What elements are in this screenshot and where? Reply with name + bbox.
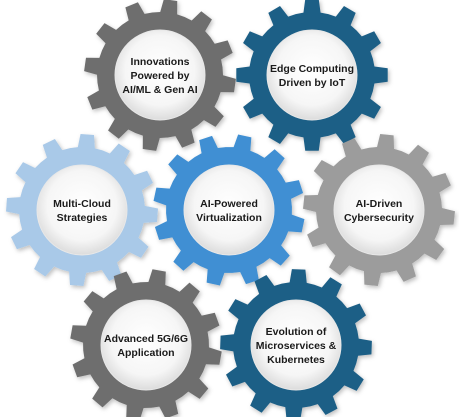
gear-label-line: AI/ML & Gen AI <box>122 84 197 96</box>
gear-label-line: AI-Powered <box>200 198 258 210</box>
gear-label-line: Powered by <box>131 70 190 82</box>
gear-hub <box>333 164 425 256</box>
gear-label-line: Multi-Cloud <box>53 198 111 210</box>
gear-hub <box>250 299 342 391</box>
gear-hub <box>266 29 358 121</box>
gear-label-line: Microservices & <box>256 340 337 352</box>
gear-microservices: Evolution of Microservices & Kubernetes <box>220 269 372 417</box>
gear-hub <box>183 164 275 256</box>
gear-label-line: Driven by IoT <box>279 77 346 89</box>
gear-label-line: Edge Computing <box>270 63 354 75</box>
gear-label-line: Cybersecurity <box>344 212 414 224</box>
gear-label-line: Evolution of <box>266 326 327 338</box>
gear-network: Advanced 5G/6G Application <box>70 269 222 417</box>
gear-label-line: Application <box>117 347 174 359</box>
gear-hub <box>100 299 192 391</box>
gear-label-line: Advanced 5G/6G <box>104 333 188 345</box>
gear-hub <box>36 164 128 256</box>
gear-hub <box>114 29 206 121</box>
gear-label-line: AI-Driven <box>356 198 403 210</box>
gear-label-line: Kubernetes <box>267 354 325 366</box>
gear-label-line: Strategies <box>57 212 108 224</box>
gear-label-line: Innovations <box>131 56 190 68</box>
gear-label-line: Virtualization <box>196 212 262 224</box>
